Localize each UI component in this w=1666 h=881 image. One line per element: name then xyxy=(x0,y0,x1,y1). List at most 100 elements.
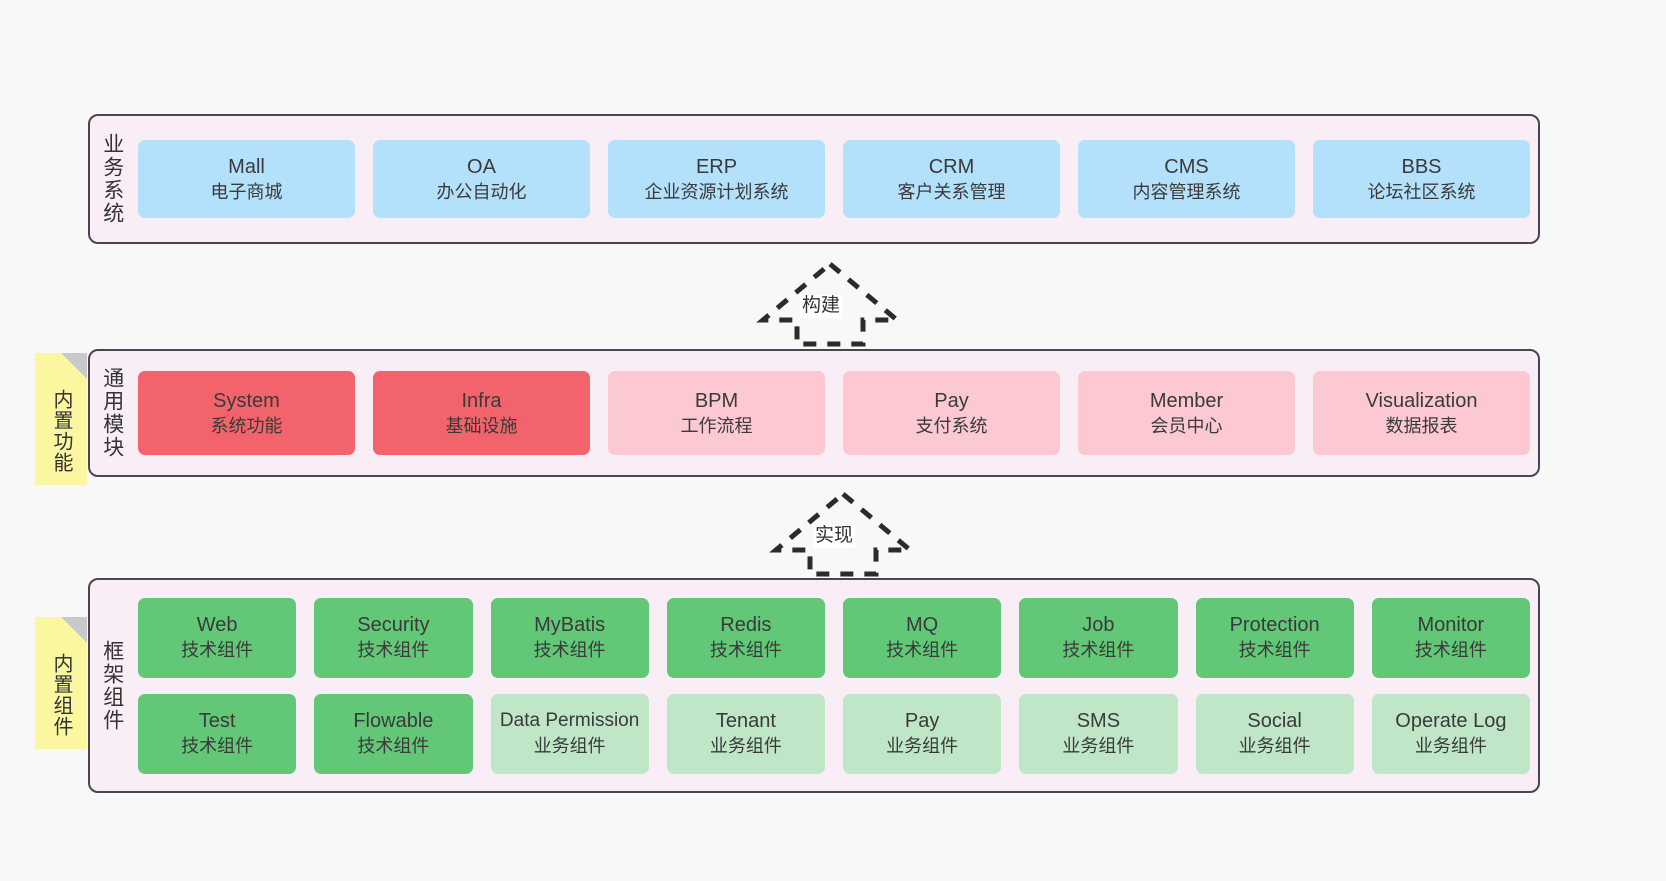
panel-body-common-modules: System 系统功能 Infra 基础设施 BPM 工作流程 Pay 支付系统… xyxy=(134,351,1538,475)
panel-label-framework-components: 框架组件 xyxy=(100,639,124,732)
node-title: BBS xyxy=(1401,155,1442,178)
node-title: OA xyxy=(467,155,496,178)
node-flowable[interactable]: Flowable 技术组件 xyxy=(314,693,473,774)
node-title: Pay xyxy=(934,389,969,412)
node-subtitle: 业务组件 xyxy=(1062,736,1135,757)
node-member[interactable]: Member 会员中心 xyxy=(1078,371,1295,455)
node-subtitle: 业务组件 xyxy=(1414,736,1487,757)
node-mybatis[interactable]: MyBatis 技术组件 xyxy=(490,597,649,678)
node-title: Monitor xyxy=(1417,614,1485,637)
node-subtitle: 基础设施 xyxy=(445,415,518,436)
node-subtitle: 技术组件 xyxy=(181,736,254,757)
panel-business-systems: 业务系统 Mall 电子商城 OA 办公自动化 ERP 企业资源计划系统 CRM… xyxy=(88,114,1540,244)
node-title: Job xyxy=(1082,614,1115,637)
node-subtitle: 业务组件 xyxy=(533,735,606,756)
node-title: Redis xyxy=(720,614,772,637)
node-row: System 系统功能 Infra 基础设施 BPM 工作流程 Pay 支付系统… xyxy=(138,371,1530,455)
node-subtitle: 企业资源计划系统 xyxy=(644,181,789,202)
node-erp[interactable]: ERP 企业资源计划系统 xyxy=(608,140,825,218)
node-title: Tenant xyxy=(715,710,776,733)
node-title: ERP xyxy=(695,155,738,178)
node-subtitle: 工作流程 xyxy=(680,415,753,436)
node-bbs[interactable]: BBS 论坛社区系统 xyxy=(1313,140,1530,218)
panel-common-modules: 通用模块 System 系统功能 Infra 基础设施 BPM 工作流程 Pay… xyxy=(88,349,1540,477)
node-pay-business[interactable]: Pay 业务组件 xyxy=(843,693,1002,774)
node-title: Data Permission xyxy=(499,709,640,731)
node-sms[interactable]: SMS 业务组件 xyxy=(1019,693,1178,774)
node-subtitle: 会员中心 xyxy=(1150,415,1223,436)
node-oa[interactable]: OA 办公自动化 xyxy=(373,140,590,218)
dashed-up-arrow-icon xyxy=(769,490,917,577)
node-subtitle: 技术组件 xyxy=(357,736,430,757)
dashed-up-arrow-icon xyxy=(756,260,904,347)
node-subtitle: 论坛社区系统 xyxy=(1367,181,1476,202)
node-operate-log[interactable]: Operate Log 业务组件 xyxy=(1371,693,1530,774)
node-subtitle: 技术组件 xyxy=(1062,640,1135,661)
node-subtitle: 技术组件 xyxy=(886,640,959,661)
sticky-note-label: 内置组件 xyxy=(50,653,72,737)
node-visualization[interactable]: Visualization 数据报表 xyxy=(1313,371,1530,455)
node-mq[interactable]: MQ 技术组件 xyxy=(843,597,1002,678)
node-title: CMS xyxy=(1164,155,1209,178)
node-subtitle: 内容管理系统 xyxy=(1132,181,1241,202)
node-row: Mall 电子商城 OA 办公自动化 ERP 企业资源计划系统 CRM 客户关系… xyxy=(138,140,1530,218)
node-title: CRM xyxy=(928,155,975,178)
node-test[interactable]: Test 技术组件 xyxy=(138,693,297,774)
node-title: Visualization xyxy=(1365,389,1478,412)
sticky-note-builtin-components: 内置组件 xyxy=(35,617,87,749)
node-row: Web 技术组件 Security 技术组件 MyBatis 技术组件 Redi… xyxy=(138,597,1530,678)
node-subtitle: 技术组件 xyxy=(709,640,782,661)
node-subtitle: 电子商城 xyxy=(210,181,283,202)
arrow-label-implement: 实现 xyxy=(813,525,856,548)
node-job[interactable]: Job 技术组件 xyxy=(1019,597,1178,678)
node-title: Web xyxy=(196,614,238,637)
node-row: Test 技术组件 Flowable 技术组件 Data Permission … xyxy=(138,693,1530,774)
arrow-build: 构建 xyxy=(755,258,905,348)
node-title: BPM xyxy=(694,389,739,412)
node-title: Security xyxy=(357,614,430,637)
node-subtitle: 数据报表 xyxy=(1385,415,1458,436)
node-subtitle: 支付系统 xyxy=(915,415,988,436)
node-data-permission[interactable]: Data Permission 业务组件 xyxy=(490,693,649,774)
panel-body-business-systems: Mall 电子商城 OA 办公自动化 ERP 企业资源计划系统 CRM 客户关系… xyxy=(134,116,1538,242)
node-security[interactable]: Security 技术组件 xyxy=(314,597,473,678)
node-title: Operate Log xyxy=(1395,710,1507,733)
node-title: Member xyxy=(1149,389,1224,412)
node-title: Social xyxy=(1247,710,1302,733)
node-subtitle: 技术组件 xyxy=(1414,640,1487,661)
node-infra[interactable]: Infra 基础设施 xyxy=(373,371,590,455)
panel-label-business-systems: 业务系统 xyxy=(100,133,124,225)
node-subtitle: 业务组件 xyxy=(709,736,782,757)
node-title: SMS xyxy=(1076,710,1121,733)
node-protection[interactable]: Protection 技术组件 xyxy=(1195,597,1354,678)
arrow-implement: 实现 xyxy=(768,488,918,578)
node-pay[interactable]: Pay 支付系统 xyxy=(843,371,1060,455)
node-title: Test xyxy=(198,710,236,733)
node-social[interactable]: Social 业务组件 xyxy=(1195,693,1354,774)
node-web[interactable]: Web 技术组件 xyxy=(138,597,297,678)
node-redis[interactable]: Redis 技术组件 xyxy=(666,597,825,678)
panel-framework-components: 框架组件 Web 技术组件 Security 技术组件 MyBatis 技术组件… xyxy=(88,578,1540,793)
node-subtitle: 系统功能 xyxy=(210,415,283,436)
node-title: MyBatis xyxy=(534,614,606,637)
node-cms[interactable]: CMS 内容管理系统 xyxy=(1078,140,1295,218)
node-bpm[interactable]: BPM 工作流程 xyxy=(608,371,825,455)
arrow-label-build: 构建 xyxy=(800,295,843,318)
panel-label-common-modules: 通用模块 xyxy=(100,367,124,459)
sticky-note-label: 内置功能 xyxy=(50,389,72,473)
node-subtitle: 技术组件 xyxy=(357,640,430,661)
node-crm[interactable]: CRM 客户关系管理 xyxy=(843,140,1060,218)
node-title: Infra xyxy=(461,389,502,412)
node-monitor[interactable]: Monitor 技术组件 xyxy=(1371,597,1530,678)
node-subtitle: 技术组件 xyxy=(181,640,254,661)
node-mall[interactable]: Mall 电子商城 xyxy=(138,140,355,218)
panel-body-framework-components: Web 技术组件 Security 技术组件 MyBatis 技术组件 Redi… xyxy=(134,580,1538,791)
node-subtitle: 客户关系管理 xyxy=(897,181,1006,202)
folded-corner-icon xyxy=(61,353,87,379)
node-system[interactable]: System 系统功能 xyxy=(138,371,355,455)
node-subtitle: 业务组件 xyxy=(886,736,959,757)
node-title: Protection xyxy=(1229,614,1320,637)
node-tenant[interactable]: Tenant 业务组件 xyxy=(666,693,825,774)
node-title: System xyxy=(213,389,280,412)
